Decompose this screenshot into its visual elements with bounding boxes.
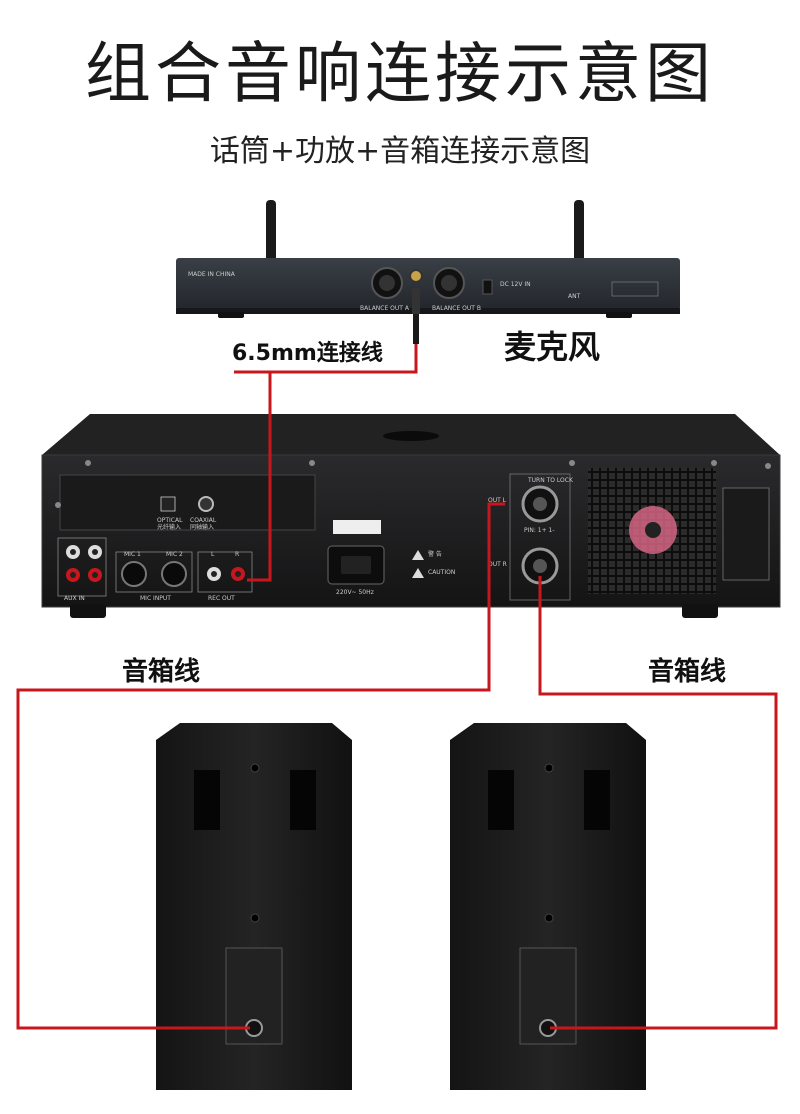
rec-out-l: L [211, 551, 215, 558]
cables [16, 344, 778, 1030]
coaxial-label: COAXIAL [190, 517, 217, 524]
receiver-balance-b: BALANCE OUT B [432, 305, 481, 312]
speaker-cable-right [538, 576, 778, 1030]
rec-out-group [197, 551, 253, 593]
microphone-label: 麦克风 [504, 328, 600, 366]
optical-port [160, 496, 176, 512]
receiver-made-in: MADE IN CHINA [188, 271, 236, 278]
mic-input-label: MIC INPUT [140, 595, 171, 602]
aux-in-group [57, 537, 107, 597]
mic2-label: MIC 2 [166, 551, 183, 558]
mic-input-group [115, 551, 193, 593]
dc-jack [482, 279, 493, 295]
cable-65mm-label: 6.5mm连接线 [232, 340, 383, 366]
jack-65-output [409, 269, 423, 283]
out-l-label: OUT L [488, 497, 507, 504]
voltage-label: 220V~ 50Hz [336, 589, 374, 596]
optical-label: OPTICAL [157, 517, 183, 524]
wireless-receiver: MADE IN CHINA BALANCE OUT A BALANCE OUT … [176, 200, 680, 344]
turn-lock-label: TURN TO LOCK [527, 477, 574, 484]
receiver-dc-label: DC 12V IN [500, 281, 531, 288]
receiver-body [176, 258, 680, 310]
mic1-jack [121, 561, 147, 587]
optical-cn-label: 光纤输入 [157, 523, 181, 531]
mic2-jack [161, 561, 187, 587]
jack-65-plug [412, 288, 420, 314]
caution-label: CAUTION [428, 569, 455, 576]
mic1-label: MIC 1 [124, 551, 141, 558]
speaker-right [450, 723, 646, 1090]
barcode-sticker [333, 520, 381, 534]
speaker-cable-right-label: 音箱线 [648, 656, 726, 687]
coaxial-cn-label: 同轴输入 [190, 523, 214, 531]
out-r-label: OUT R [488, 561, 507, 568]
rec-out-label: REC OUT [208, 595, 235, 602]
page-title: 组合音响连接示意图 [85, 35, 715, 112]
cable-mic-to-rec [247, 372, 272, 582]
speaker-cable-left-label: 音箱线 [122, 656, 200, 687]
receiver-balance-a: BALANCE OUT A [360, 305, 410, 312]
page-subtitle: 话筒+功放+音箱连接示意图 [209, 134, 591, 169]
speaker-left [156, 723, 352, 1090]
power-amplifier: OPTICAL COAXIAL 光纤输入 同轴输入 AUX IN MIC 1 M… [41, 414, 781, 618]
rec-out-r: R [235, 551, 239, 558]
pin-label: PIN: 1+ 1- [524, 527, 555, 534]
cable-65mm [234, 344, 418, 374]
receiver-ant-label: ANT [568, 293, 581, 300]
warning-label: 警 告 [428, 550, 442, 558]
coaxial-port [198, 496, 214, 512]
digital-input-plate [59, 474, 316, 531]
aux-in-label: AUX IN [64, 595, 85, 602]
speaker-cable-left [16, 502, 505, 1030]
